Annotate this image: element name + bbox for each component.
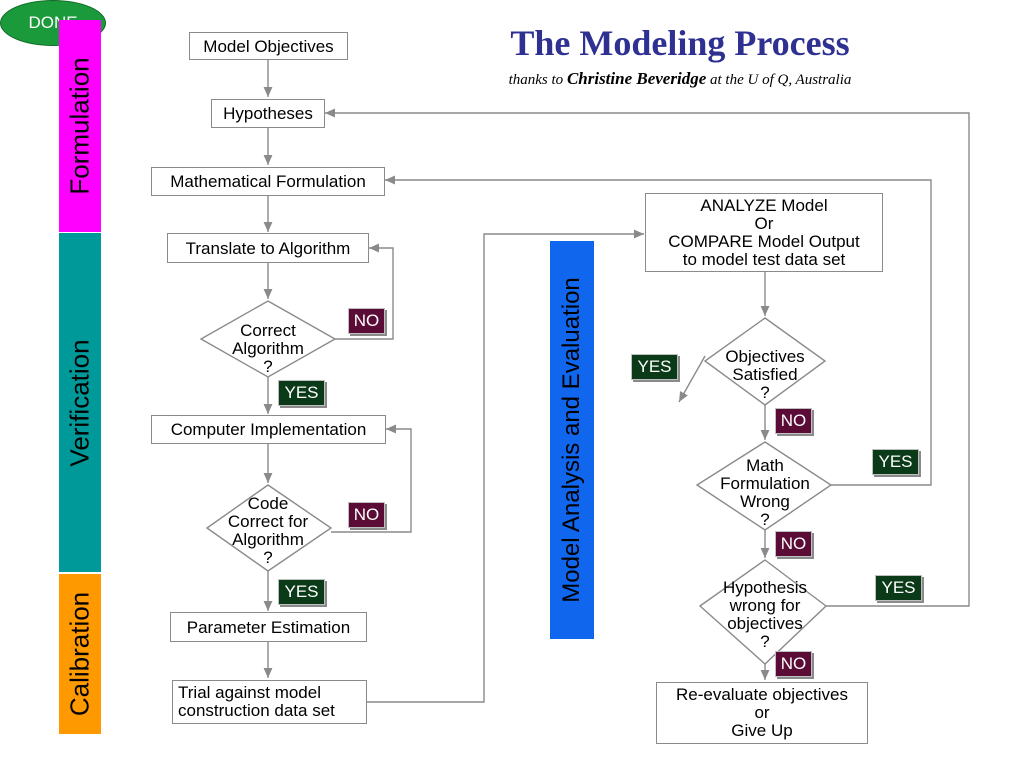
page-title: The Modeling Process bbox=[510, 23, 850, 63]
phase-verification: Verification bbox=[59, 233, 101, 572]
decision-line: ? bbox=[263, 548, 273, 567]
box-reevaluate-line3: Give Up bbox=[731, 721, 793, 740]
box-mathematical-formulation: Mathematical Formulation bbox=[151, 167, 385, 196]
badge-no-objectives-satisfied: NO bbox=[775, 408, 812, 434]
decision-line: ? bbox=[263, 357, 273, 376]
decision-line: Code bbox=[247, 494, 289, 513]
decision-line: Algorithm bbox=[232, 530, 304, 549]
decision-correct-algorithm-shape bbox=[199, 300, 337, 378]
arrow-math-yes-loop bbox=[385, 175, 932, 486]
decision-line: Objectives bbox=[725, 347, 805, 366]
decision-math-wrong-shape bbox=[695, 441, 833, 531]
decision-line: Wrong bbox=[740, 492, 790, 511]
box-parameter-estimation: Parameter Estimation bbox=[170, 612, 367, 642]
box-translate-to-algorithm: Translate to Algorithm bbox=[167, 233, 369, 263]
decision-line: Hypothesis bbox=[722, 578, 808, 597]
decision-line: Correct bbox=[240, 321, 296, 340]
decision-hypothesis-wrong-label: Hypothesis wrong for objectives ? bbox=[700, 579, 830, 651]
arrow-code-no-loop bbox=[331, 424, 412, 533]
box-analyze-line4: to model test data set bbox=[682, 249, 846, 269]
badge-no-correct-algorithm: NO bbox=[348, 308, 385, 334]
phase-formulation-label: Formulation bbox=[64, 57, 95, 195]
box-computer-implementation: Computer Implementation bbox=[151, 415, 386, 444]
decision-line: ? bbox=[760, 510, 770, 529]
phase-calibration: Calibration bbox=[59, 574, 101, 734]
box-analyze: ANALYZE Model Or COMPARE Model Output to… bbox=[645, 193, 883, 272]
subtitle-suffix: at the U of Q, Australia bbox=[710, 72, 852, 88]
box-analyze-line1: ANALYZE Model bbox=[700, 195, 828, 215]
arrow-correct-no-loop bbox=[335, 243, 394, 340]
box-reevaluate: Re-evaluate objectives or Give Up bbox=[656, 682, 868, 744]
phase-verification-label: Verification bbox=[64, 338, 95, 467]
decision-line: Satisfied bbox=[732, 365, 798, 384]
badge-yes-hypothesis-wrong: YES bbox=[875, 575, 922, 601]
arrow-hypothesis-yes-loop bbox=[325, 108, 970, 607]
decision-line: Correct for bbox=[227, 512, 309, 531]
phase-analysis-label: Model Analysis and Evaluation bbox=[558, 277, 585, 603]
box-hypotheses: Hypotheses bbox=[211, 99, 325, 128]
arrow-trial-to-analyze bbox=[367, 229, 644, 703]
badge-no-math-wrong: NO bbox=[775, 531, 812, 557]
subtitle-prefix: thanks to bbox=[508, 72, 564, 88]
phase-formulation: Formulation bbox=[59, 20, 101, 232]
decision-code-correct-shape bbox=[205, 484, 333, 572]
box-trial-line2: construction data set bbox=[178, 701, 335, 720]
decision-correct-algorithm-label: Correct Algorithm ? bbox=[208, 322, 328, 376]
box-analyze-line2: Or bbox=[754, 213, 774, 233]
badge-yes-objectives-satisfied: YES bbox=[631, 354, 678, 380]
badge-yes-code-correct: YES bbox=[278, 579, 325, 605]
box-trial-line1: Trial against model bbox=[178, 683, 321, 702]
badge-yes-math-wrong: YES bbox=[872, 449, 919, 475]
box-analyze-line3: COMPARE Model Output bbox=[668, 231, 860, 251]
page-subtitle: thanks to Christine Beveridge at the U o… bbox=[440, 69, 920, 89]
badge-yes-correct-algorithm: YES bbox=[278, 380, 325, 406]
badge-no-hypothesis-wrong: NO bbox=[775, 651, 812, 677]
box-reevaluate-line1: Re-evaluate objectives bbox=[676, 685, 848, 704]
box-trial: Trial against model construction data se… bbox=[172, 680, 367, 724]
badge-no-code-correct: NO bbox=[348, 502, 385, 528]
decision-line: Algorithm bbox=[232, 339, 304, 358]
decision-objectives-satisfied-shape bbox=[703, 317, 827, 406]
decision-code-correct-label: Code Correct for Algorithm ? bbox=[208, 495, 328, 567]
subtitle-author: Christine Beveridge bbox=[566, 69, 707, 88]
decision-math-wrong-label: Math Formulation Wrong ? bbox=[700, 457, 830, 529]
decision-line: ? bbox=[760, 632, 770, 651]
phase-calibration-label: Calibration bbox=[64, 591, 95, 717]
decision-objectives-satisfied-label: Objectives Satisfied ? bbox=[705, 348, 825, 402]
decision-line: Formulation bbox=[720, 474, 810, 493]
box-model-objectives: Model Objectives bbox=[189, 32, 348, 60]
decision-line: ? bbox=[760, 383, 770, 402]
box-reevaluate-line2: or bbox=[754, 703, 770, 722]
decision-hypothesis-wrong-shape bbox=[698, 559, 828, 665]
decision-line: wrong for bbox=[729, 596, 801, 615]
phase-analysis: Model Analysis and Evaluation bbox=[550, 241, 594, 639]
arrow-objectives-to-done bbox=[678, 355, 706, 403]
decision-line: Math bbox=[746, 456, 784, 475]
decision-line: objectives bbox=[727, 614, 803, 633]
